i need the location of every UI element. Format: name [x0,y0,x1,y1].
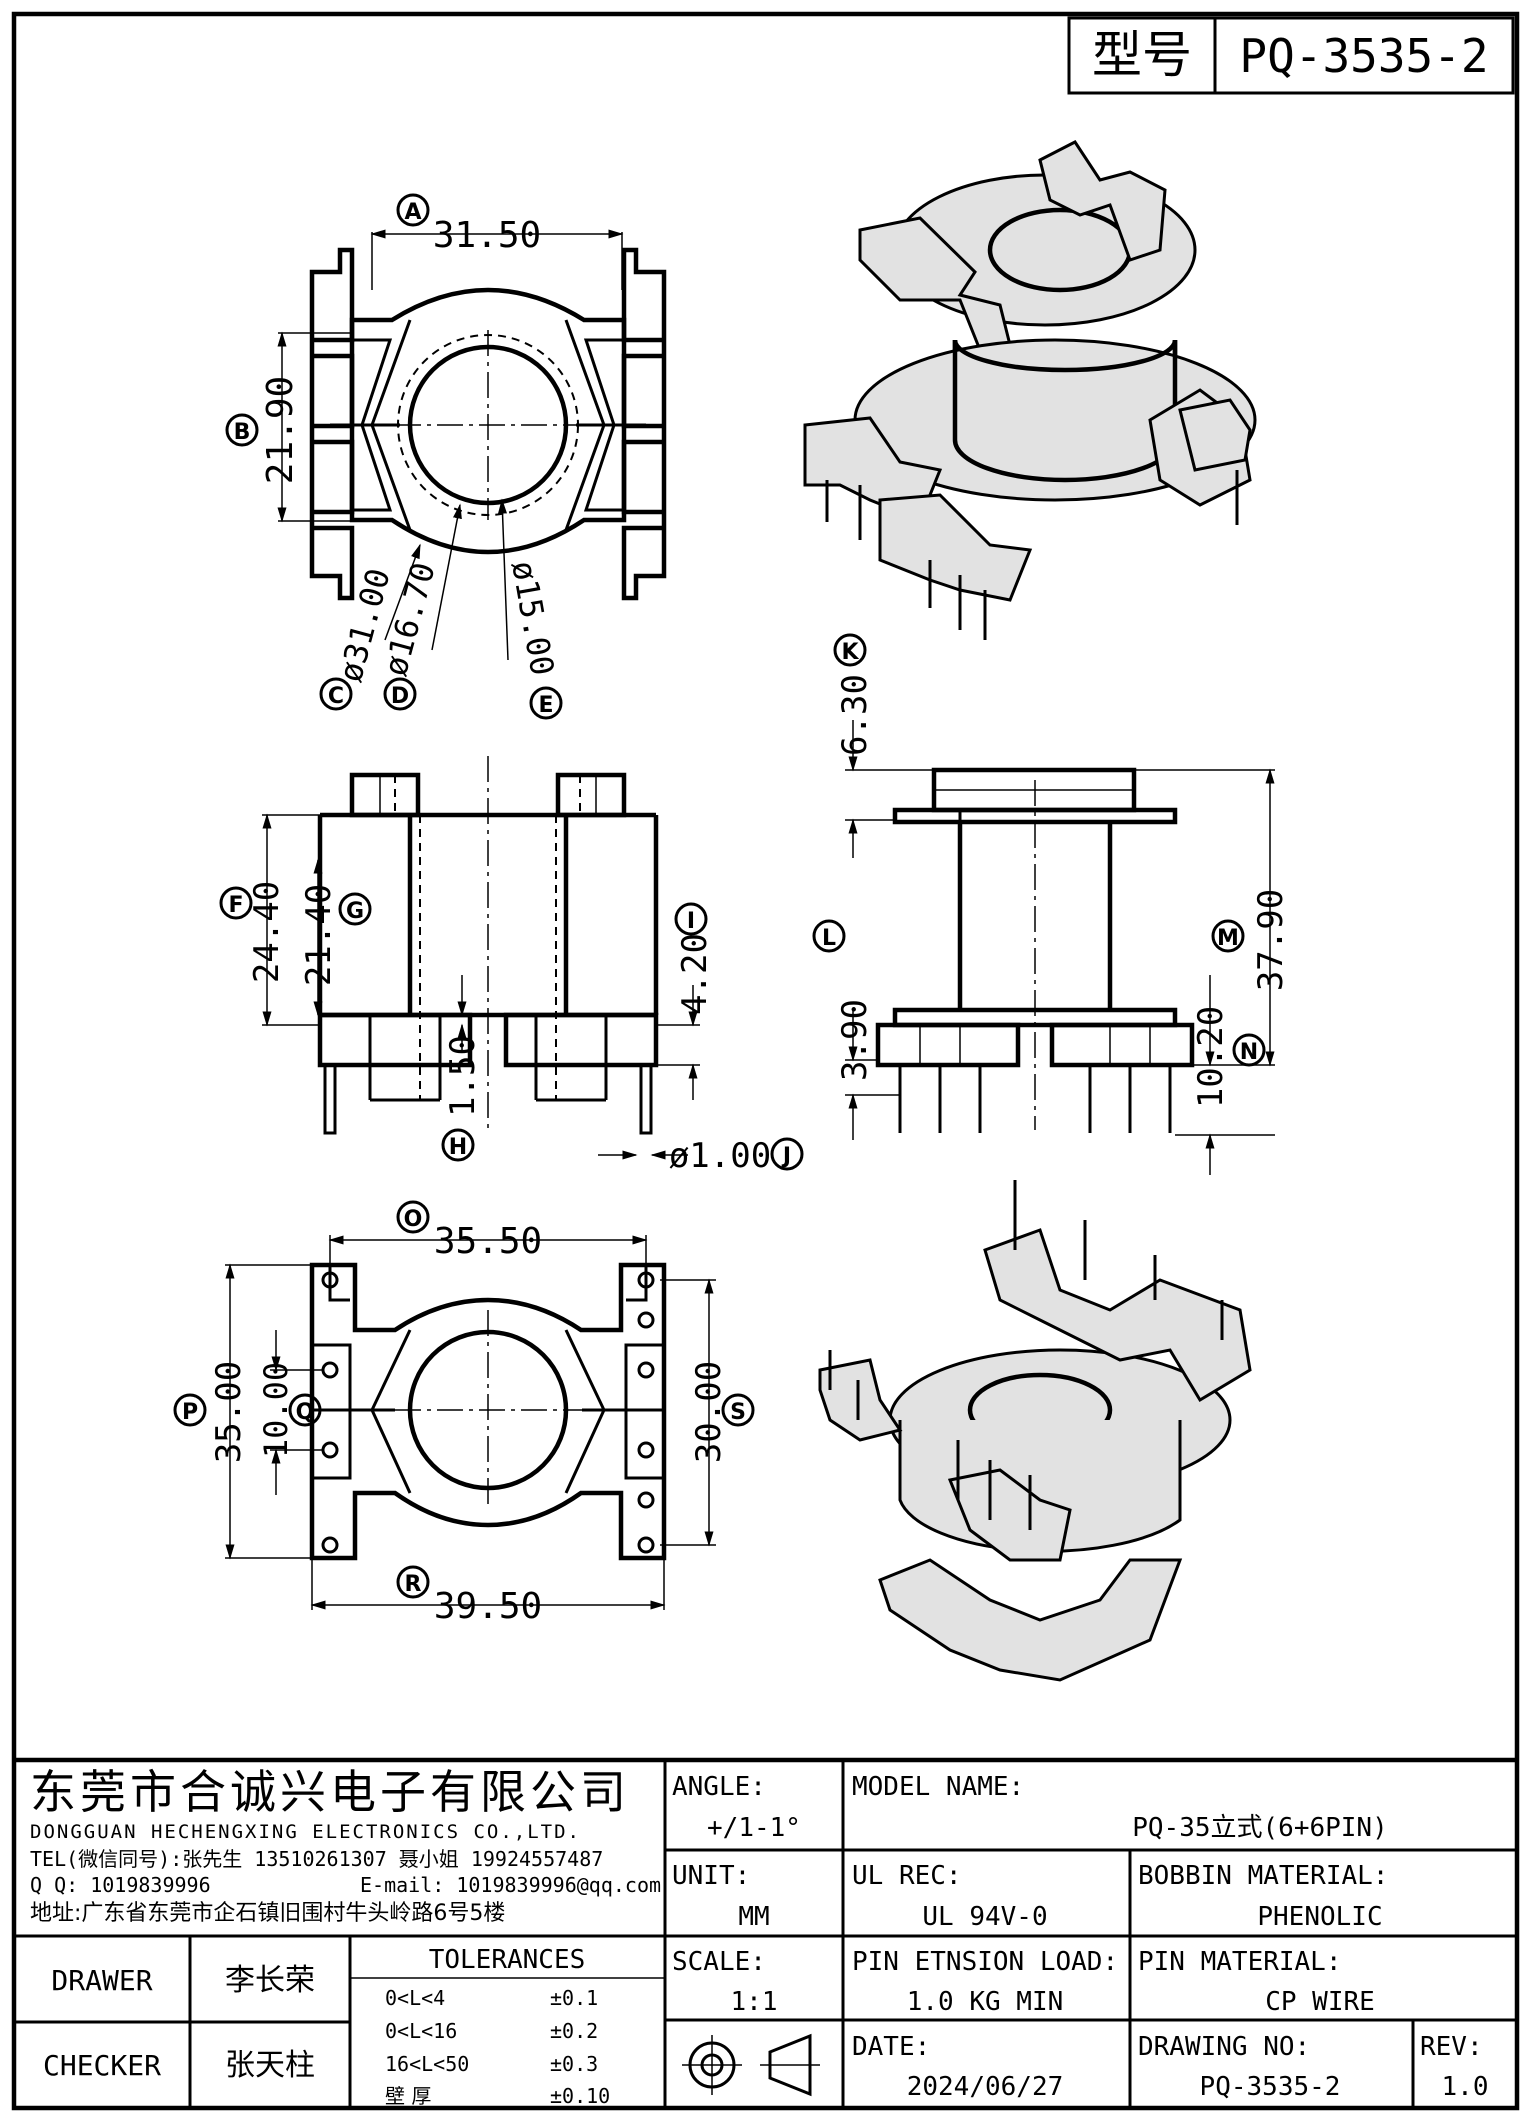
checker-name: 张天柱 [225,2048,315,2083]
top-view [309,247,667,601]
dim-K-value: 6.30 [835,674,875,756]
dim-S-letter: S [730,1400,746,1425]
bottom-view [309,1262,667,1561]
tol-range-3: 16<L<50 [385,2052,469,2076]
rev-label: REV: [1420,2032,1483,2062]
dim-J-letter: J [781,1144,791,1169]
sheet-border [11,11,1520,2111]
dim-I-value: 4.20 [675,933,715,1015]
dim-B-letter: B [234,420,251,445]
tol-value-4: ±0.10 [550,2084,610,2108]
dim-S-value: 30.00 [689,1361,729,1463]
dim-N-value: 10.20 [1191,1006,1231,1108]
unit-value: MM [738,1902,769,1932]
dim-P-value: 35.00 [209,1361,249,1463]
dim-P-letter: P [182,1400,198,1425]
model-name-label: MODEL NAME: [852,1772,1024,1802]
dim-D-letter: D [391,684,409,709]
date-label: DATE: [852,2032,930,2062]
ul-label: UL REC: [852,1861,962,1891]
company-name-en: DONGGUAN HECHENGXING ELECTRONICS CO.,LTD… [30,1821,581,1843]
projection-symbol-icon [682,2033,820,2097]
side-view [875,767,1195,1133]
dim-A-letter: A [404,200,421,225]
pin-material-value: CP WIRE [1265,1987,1375,2017]
drawing-no-value: PQ-3535-2 [1200,2072,1341,2102]
dim-G-value: 21.40 [299,884,339,986]
pin-material-label: PIN MATERIAL: [1138,1947,1342,1977]
dim-E-value: ø15.00 [504,558,561,678]
tol-value-3: ±0.3 [550,2052,598,2076]
dim-C-letter: C [328,684,344,709]
bobbin-label: BOBBIN MATERIAL: [1138,1861,1388,1891]
scale-label: SCALE: [672,1947,766,1977]
checker-label: CHECKER [43,2049,161,2082]
isometric-view-top [803,140,1257,640]
dim-G-letter: G [346,899,364,924]
dim-L-value: 3.90 [835,999,875,1081]
date-value: 2024/06/27 [907,2072,1064,2102]
front-view [317,756,659,1135]
angle-value: +/1-1° [707,1813,801,1843]
tol-value-1: ±0.1 [550,1986,598,2010]
type-label: 型号 [1092,26,1192,84]
dim-F-letter: F [228,893,243,918]
dim-R-letter: R [405,1572,422,1597]
header-block: 型号 PQ-3535-2 [1067,16,1515,95]
dim-K-letter: K [841,640,859,665]
dim-H-letter: H [449,1135,467,1160]
isometric-view-bottom [818,1180,1252,1682]
tolerances-title: TOLERANCES [429,1945,586,1975]
dim-M-letter: M [1217,926,1239,951]
tol-range-2: 0<L<16 [385,2019,457,2043]
dim-B-value: 21.90 [260,376,301,484]
dim-I-letter: I [687,909,695,934]
dim-J-value: ø1.00 [669,1136,771,1176]
dim-E-letter: E [538,693,553,718]
company-name-cn: 东莞市合诚兴电子有限公司 [30,1765,630,1819]
dim-M-value: 37.90 [1251,889,1291,991]
dim-Q-letter: Q [296,1400,315,1425]
company-tel: TEL(微信同号):张先生 13510261307 聂小姐 1992455748… [30,1847,603,1871]
ul-value: UL 94V-0 [922,1902,1047,1932]
company-qq: Q Q: 1019839996 [30,1873,211,1897]
angle-label: ANGLE: [672,1772,766,1802]
tol-range-4: 壁 厚 [385,2084,431,2108]
unit-label: UNIT: [672,1861,750,1891]
company-email: E-mail: 1019839996@qq.com [360,1873,661,1897]
dim-H-value: 1.50 [443,1035,483,1117]
dim-A-value: 31.50 [433,215,541,256]
dim-R-value: 39.50 [434,1586,542,1627]
drawing-no-label: DRAWING NO: [1138,2032,1310,2062]
tolerance-table: 0<L<4 ±0.1 0<L<16 ±0.2 16<L<50 ±0.3 壁 厚 … [385,1986,610,2108]
dim-L-letter: L [822,926,836,951]
tol-value-2: ±0.2 [550,2019,598,2043]
bobbin-value: PHENOLIC [1257,1902,1382,1932]
rev-value: 1.0 [1442,2072,1489,2102]
title-block [14,1757,1517,2108]
model-number: PQ-3535-2 [1239,29,1488,83]
dim-F-value: 24.40 [247,881,287,983]
pin-load-label: PIN ETNSION LOAD: [852,1947,1118,1977]
dim-O-value: 35.50 [434,1221,542,1262]
dim-Q-value: 10.00 [257,1362,295,1458]
drawer-label: DRAWER [51,1964,152,1997]
scale-value: 1:1 [731,1987,778,2017]
dim-N-letter: N [1240,1040,1258,1065]
drawer-name: 李长荣 [225,1963,315,1998]
pin-load-value: 1.0 KG MIN [907,1987,1064,2017]
tol-range-1: 0<L<4 [385,1986,445,2010]
dim-O-letter: O [404,1207,423,1232]
model-name-value: PQ-35立式(6+6PIN) [1132,1813,1388,1843]
company-address: 地址:广东省东莞市企石镇旧围村牛头岭路6号5楼 [30,1901,505,1926]
